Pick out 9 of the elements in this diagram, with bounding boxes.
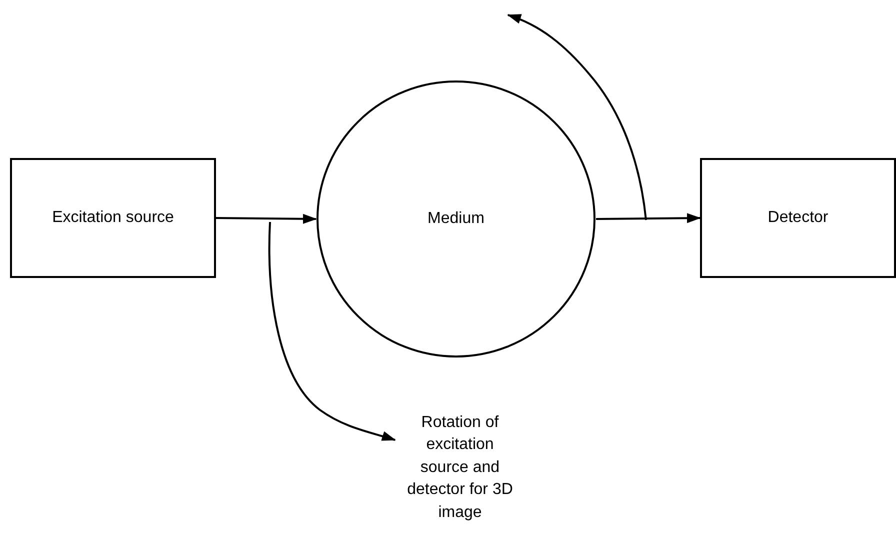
node-label: Excitation source	[52, 209, 174, 227]
node-label: Medium	[428, 210, 484, 228]
arrow	[216, 214, 317, 224]
node-label: Detector	[768, 209, 828, 227]
medium-circle	[316, 80, 596, 358]
process-box	[700, 158, 896, 278]
arrow	[596, 213, 701, 224]
process-box	[10, 158, 216, 278]
rotation-note: Rotation of excitation source and detector for 3D image	[406, 413, 514, 523]
